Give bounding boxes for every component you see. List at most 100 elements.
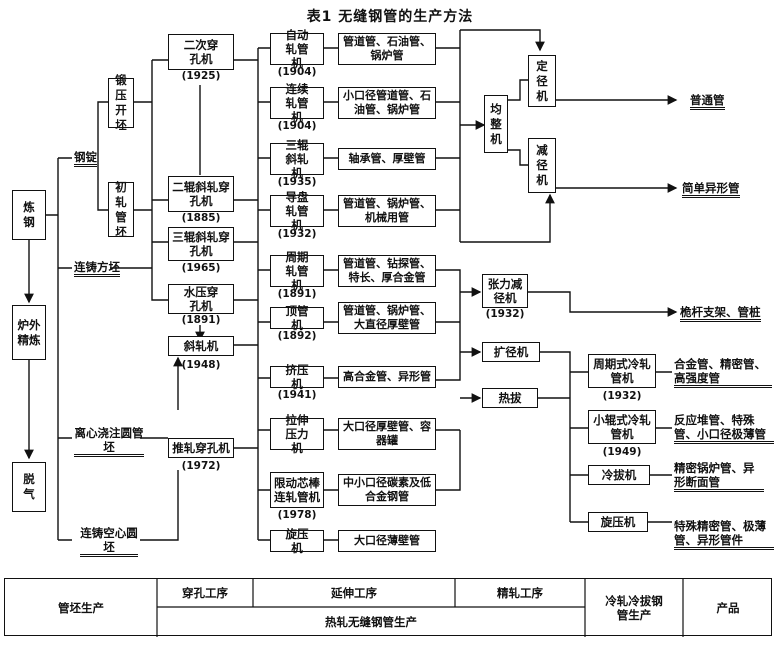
elongation-name-1: 自动轧管机 — [285, 28, 309, 70]
product-3: 桅杆支架、管桩 — [680, 305, 761, 322]
elongation-year-3: (1935) — [277, 176, 317, 188]
expander-box: 扩径机 — [482, 342, 540, 362]
piercing-name-4: 水压穿孔机 — [183, 285, 219, 313]
elongation-name-7: 挤压机 — [285, 363, 309, 391]
elongation-year-5: (1891) — [277, 288, 317, 300]
elongation-product-3: 轴承管、厚壁管 — [338, 148, 436, 170]
product-6: 精密锅炉管、异形断面管 — [674, 461, 764, 492]
product-4: 合金管、精密管、高强度管 — [674, 357, 772, 388]
piercing-box-3: 三辊斜轧穿孔机 — [168, 227, 234, 261]
footer-hot: 热轧无缝钢管生产 — [325, 615, 417, 629]
piercing-year-6: (1972) — [181, 460, 221, 472]
cold-box-4: 旋压机 — [588, 512, 648, 532]
steelmaking-label: 炼钢 — [23, 200, 35, 229]
footer-finish: 精轧工序 — [497, 586, 543, 600]
elongation-year-7: (1941) — [277, 389, 317, 401]
elongation-product-text-5: 管道管、钻探管、特长、厚合金管 — [343, 257, 431, 284]
elongation-product-text-9: 中小口径碳素及低合金钢管 — [343, 476, 431, 503]
elongation-year-6: (1892) — [277, 330, 317, 342]
elongation-product-6: 管道管、锅炉管、大直径厚壁管 — [338, 302, 436, 334]
elongation-product-text-2: 小口径管道管、石油管、锅炉管 — [343, 89, 431, 116]
piercing-name-3: 三辊斜轧穿孔机 — [172, 230, 230, 258]
footer-cold: 冷轧冷拔钢管生产 — [605, 594, 663, 622]
reducing-box: 减径机 — [528, 138, 556, 193]
cold-box-3: 冷拔机 — [588, 465, 650, 485]
elongation-year-1: (1904) — [277, 66, 317, 78]
cold-year-2: (1949) — [602, 446, 642, 458]
cold-name-3: 冷拔机 — [601, 468, 637, 482]
piercing-name-1: 二次穿孔机 — [183, 38, 219, 66]
cold-name-4: 旋压机 — [600, 515, 636, 529]
product-1: 普通管 — [690, 93, 725, 110]
elongation-product-2: 小口径管道管、石油管、锅炉管 — [338, 87, 436, 119]
piercing-box-1: 二次穿孔机 — [168, 34, 234, 70]
piercing-box-2: 二辊斜轧穿孔机 — [168, 176, 234, 212]
elongation-box-2: 连续轧管机 — [270, 82, 324, 124]
elongation-name-6: 顶管机 — [285, 304, 309, 332]
stretch-year: (1932) — [485, 308, 525, 320]
elongation-name-4: 导盘轧管机 — [285, 190, 309, 232]
piercing-year-3: (1965) — [181, 262, 221, 274]
table-title: 表1 无缝钢管的生产方法 — [306, 9, 474, 25]
elongation-box-10: 旋压机 — [270, 527, 324, 555]
stage-legend-table: 管坯生产 穿孔工序 延伸工序 精轧工序 热轧无缝钢管生产 冷轧冷拔钢管生产 产品 — [4, 578, 772, 637]
centrifugal-label: 离心浇注圆管坯 — [74, 426, 144, 457]
elongation-name-10: 旋压机 — [285, 527, 309, 555]
forged-billet-box: 锻压开坯 — [108, 73, 134, 132]
piercing-name-2: 二辊斜轧穿孔机 — [172, 180, 230, 208]
cold-box-1: 周期式冷轧管机 — [588, 354, 656, 388]
expander-label: 扩径机 — [493, 345, 529, 359]
elongation-product-7: 高合金管、异形管 — [338, 366, 436, 388]
elongation-box-9: 限动芯棒连轧管机 — [270, 472, 324, 508]
piercing-box-4: 水压穿孔机 — [168, 284, 234, 314]
stretch-label: 张力减径机 — [487, 277, 523, 305]
footer-elongation: 延伸工序 — [331, 586, 377, 600]
stretch-box: 张力减径机 — [482, 274, 528, 308]
piercing-year-2: (1885) — [181, 212, 221, 224]
reducing-label: 减径机 — [536, 143, 548, 187]
piercing-box-6: 推轧穿孔机 — [168, 438, 234, 458]
elongation-name-5: 周期轧管机 — [285, 250, 309, 292]
elongation-product-text-6: 管道管、锅炉管、大直径厚壁管 — [343, 304, 431, 331]
elongation-year-9: (1978) — [277, 509, 317, 521]
forged-billet-label: 锻压开坯 — [115, 73, 127, 132]
hot-draw-label: 热拔 — [498, 391, 522, 405]
cold-name-2: 小辊式冷轧管机 — [593, 413, 651, 441]
degassing-box: 脱气 — [12, 462, 46, 512]
piercing-name-6: 推轧穿孔机 — [172, 441, 230, 455]
cold-box-2: 小辊式冷轧管机 — [588, 410, 656, 444]
elongation-product-text-7: 高合金管、异形管 — [343, 370, 431, 383]
product-7: 特殊精密管、极薄管、异形管件 — [674, 519, 774, 550]
elongation-product-4: 管道管、锅炉管、机械用管 — [338, 195, 436, 227]
sizing-box: 定径机 — [528, 55, 556, 107]
furnace-refining-label: 炉外精炼 — [17, 317, 41, 347]
piercing-year-5: (1948) — [181, 359, 221, 371]
hot-draw-box: 热拔 — [482, 388, 538, 408]
legend-grid — [156, 579, 684, 637]
rolled-billet-label: 初轧管坯 — [115, 179, 127, 239]
reeling-label: 均整机 — [490, 101, 502, 146]
elongation-box-7: 挤压机 — [270, 363, 324, 391]
product-2: 简单异形管 — [682, 181, 740, 198]
piercing-year-4: (1891) — [181, 314, 221, 326]
elongation-box-3: 三辊斜轧机 — [270, 138, 324, 180]
elongation-product-5: 管道管、钻探管、特长、厚合金管 — [338, 255, 436, 287]
cc-square-label: 连铸方坯 — [74, 260, 120, 277]
rolled-billet-box: 初轧管坯 — [108, 179, 134, 239]
piercing-name-5: 斜轧机 — [183, 339, 219, 353]
furnace-refining-box: 炉外精炼 — [12, 305, 46, 360]
cc-hollow-label: 连铸空心圆坯 — [80, 526, 138, 557]
elongation-product-text-1: 管道管、石油管、锅炉管 — [343, 35, 431, 62]
elongation-product-text-4: 管道管、锅炉管、机械用管 — [343, 197, 431, 224]
elongation-box-8: 拉伸压力机 — [270, 413, 324, 455]
sizing-label: 定径机 — [536, 58, 548, 103]
elongation-name-9: 限动芯棒连轧管机 — [274, 476, 320, 504]
elongation-product-9: 中小口径碳素及低合金钢管 — [338, 474, 436, 506]
elongation-product-8: 大口径厚壁管、容器罐 — [338, 418, 436, 450]
ingot-label: 钢锭 — [74, 150, 97, 167]
elongation-box-6: 顶管机 — [270, 304, 324, 332]
elongation-product-text-3: 轴承管、厚壁管 — [348, 152, 426, 165]
footer-product: 产品 — [716, 601, 740, 615]
cold-name-1: 周期式冷轧管机 — [593, 357, 651, 385]
